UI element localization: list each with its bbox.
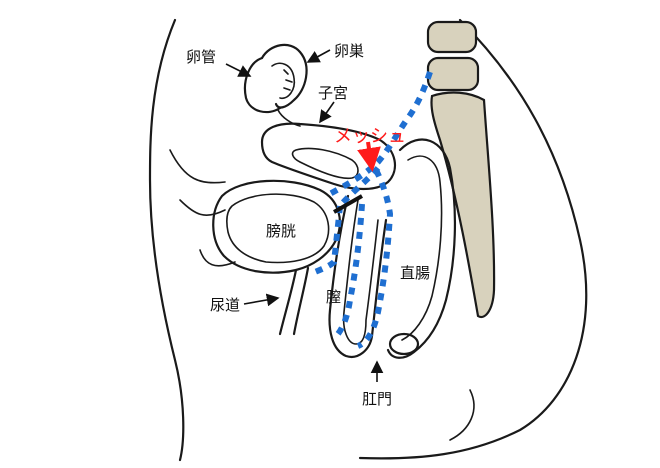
body-outline [148, 18, 588, 462]
label-oviduct: 卵管 [186, 48, 216, 66]
label-rectum: 直腸 [400, 264, 430, 282]
mesh-arrow [357, 141, 381, 172]
label-vagina: 膣 [326, 288, 341, 306]
bladder [212, 179, 341, 274]
ovary-arrow [306, 49, 331, 63]
label-uterus: 子宮 [318, 84, 348, 102]
urethra [278, 266, 310, 336]
label-anus: 肛門 [362, 390, 392, 408]
spine [426, 20, 496, 319]
oviduct-arrow [225, 63, 252, 77]
oviduct-ovary [243, 43, 308, 127]
uterus-arrow [319, 101, 335, 124]
label-ovary: 卵巣 [334, 42, 364, 60]
label-mesh: メッシュ [334, 126, 406, 147]
rectum [386, 138, 457, 359]
label-urethra: 尿道 [210, 296, 240, 314]
apex-bar [333, 194, 363, 214]
label-bladder: 膀胱 [266, 222, 296, 240]
urethra-arrow [243, 293, 280, 307]
uterus [260, 122, 397, 191]
